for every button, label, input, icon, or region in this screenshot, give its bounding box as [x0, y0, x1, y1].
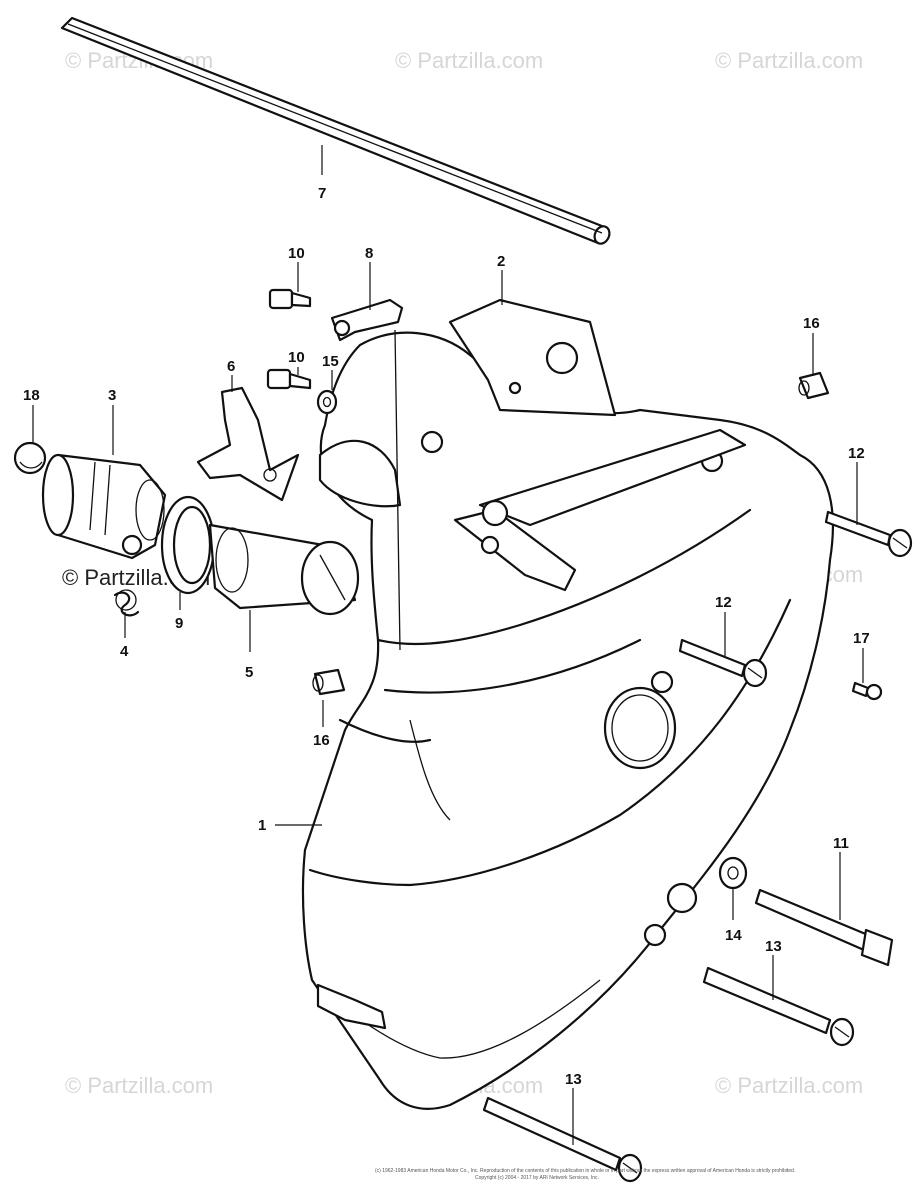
callout-3: 3 — [108, 387, 116, 404]
callout-12: 12 — [715, 594, 732, 611]
watermark: © Partzilla.com — [715, 48, 863, 73]
callout-13: 13 — [565, 1071, 582, 1088]
copyright-line-1: (c) 1962-1983 American Honda Motor Co., … — [375, 1168, 795, 1174]
callout-9: 9 — [175, 615, 183, 632]
part-10-bolt-b — [266, 368, 312, 390]
part-17-small-bolt — [851, 681, 883, 701]
part-3-drum — [41, 453, 167, 560]
callouts: 7 2 10 8 16 10 15 6 18 3 12 12 9 17 4 5 … — [23, 185, 870, 1088]
part-15-washer — [316, 389, 338, 415]
part-16-dowel-b — [312, 668, 346, 696]
part-6-fork — [196, 386, 300, 502]
part-1-cover — [301, 329, 835, 1110]
callout-10: 10 — [288, 245, 305, 262]
callout-8: 8 — [365, 245, 373, 262]
part-7-shaft — [60, 16, 611, 245]
callout-10: 10 — [288, 349, 305, 366]
callout-14: 14 — [725, 927, 742, 944]
part-16-dowel-a — [798, 371, 830, 400]
callout-7: 7 — [318, 185, 326, 202]
copyright-line-2: Copyright (c) 2004 - 2017 by ARI Network… — [475, 1175, 599, 1181]
callout-12: 12 — [848, 445, 865, 462]
part-13-screw-a — [702, 966, 855, 1047]
part-4-spring — [113, 589, 140, 617]
watermark: © Partzilla.com — [715, 1073, 863, 1098]
part-8-tab — [330, 298, 404, 342]
leader-lines — [32, 145, 864, 1145]
part-5-cylinder — [208, 523, 360, 616]
callout-16: 16 — [313, 732, 330, 749]
callout-2: 2 — [497, 253, 505, 270]
watermark: © Partzilla.com — [395, 48, 543, 73]
part-10-bolt-a — [268, 288, 312, 310]
part-13-screw-b — [482, 1096, 643, 1183]
callout-15: 15 — [322, 353, 339, 370]
part-14-washer — [718, 856, 748, 890]
part-11-long-bolt — [754, 888, 894, 967]
callout-6: 6 — [227, 358, 235, 375]
callout-18: 18 — [23, 387, 40, 404]
callout-11: 11 — [833, 835, 849, 852]
callout-17: 17 — [853, 630, 870, 647]
watermark: © Partzilla.com — [65, 1073, 213, 1098]
part-12-screw-a — [824, 510, 913, 558]
part-18-ball — [13, 441, 47, 475]
part-9-ring — [160, 495, 216, 595]
callout-13: 13 — [765, 938, 782, 955]
part-12-screw-b — [678, 638, 768, 688]
part-2-bracket — [448, 298, 617, 417]
callout-4: 4 — [120, 643, 129, 660]
callout-1: 1 — [258, 817, 266, 834]
callout-5: 5 — [245, 664, 253, 681]
callout-16: 16 — [803, 315, 820, 332]
